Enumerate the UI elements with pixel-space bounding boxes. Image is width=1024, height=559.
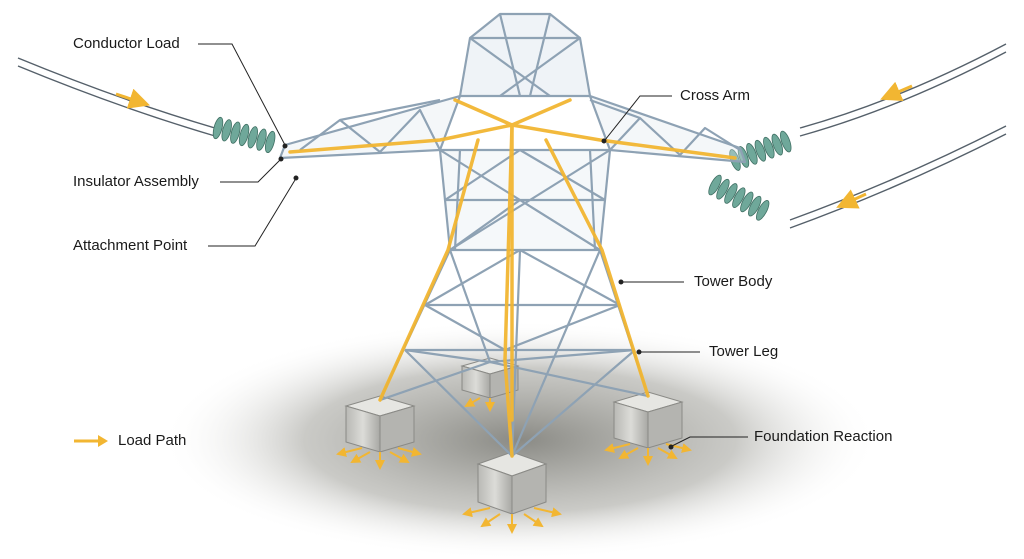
insulator-assemblies <box>212 116 792 221</box>
foundation-reaction-arrows <box>336 397 692 534</box>
tower-peak <box>458 12 592 98</box>
load-path-arrow-icon <box>74 434 108 447</box>
load-arrow-right-top <box>880 81 913 102</box>
reaction-back <box>464 397 495 412</box>
label-attachment-point: Attachment Point <box>73 237 188 254</box>
load-arrow-left <box>115 88 150 109</box>
label-foundation-reaction: Foundation Reaction <box>754 428 893 445</box>
insulator-right-bottom <box>708 174 770 221</box>
label-cross-arm: Cross Arm <box>680 87 751 104</box>
conductor-load-arrows <box>115 81 913 209</box>
label-conductor-load: Conductor Load <box>73 35 180 52</box>
reaction-front <box>462 507 562 534</box>
cross-arm-left <box>278 94 462 160</box>
tower-body <box>438 148 612 252</box>
foundation-back <box>460 357 520 399</box>
leader-attachment-point <box>208 179 296 247</box>
leader-lines <box>198 43 748 450</box>
legend: Load Path <box>72 432 186 449</box>
insulator-left <box>212 116 276 154</box>
label-tower-leg: Tower Leg <box>709 343 779 360</box>
foundation-right <box>612 391 684 449</box>
load-path <box>288 98 737 458</box>
leader-conductor-load <box>198 43 286 146</box>
legend-load-path-label: Load Path <box>118 432 187 449</box>
leader-foundation-reaction <box>671 436 748 447</box>
label-tower-body: Tower Body <box>694 273 773 290</box>
foundation-left <box>344 395 416 453</box>
label-insulator-assembly: Insulator Assembly <box>73 173 199 190</box>
load-arrow-right-bottom <box>836 189 867 209</box>
leader-cross-arm <box>604 95 672 141</box>
foundation-front <box>476 451 548 515</box>
reaction-left <box>336 447 422 470</box>
leader-insulator-assembly <box>220 159 281 183</box>
